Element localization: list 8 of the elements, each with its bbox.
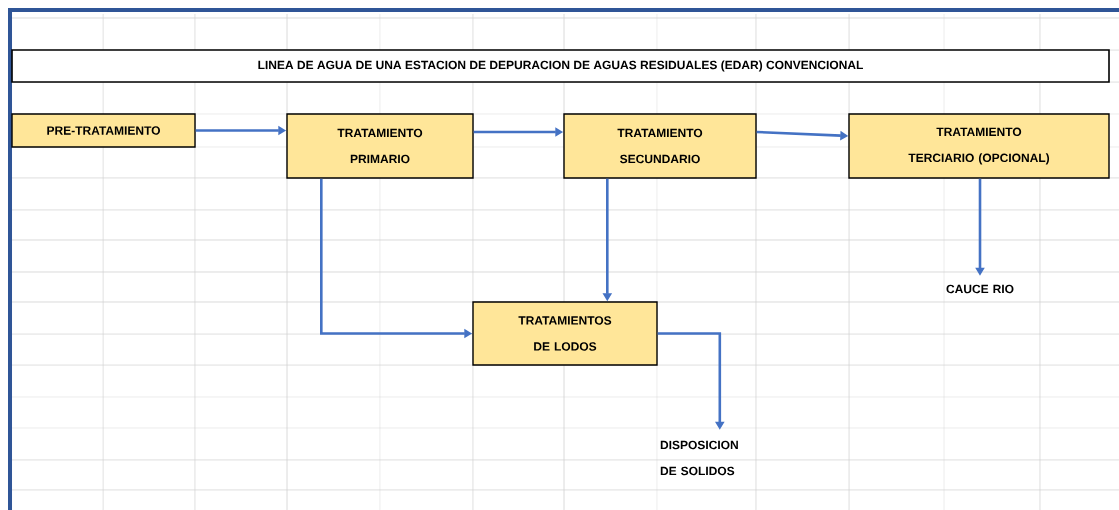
process-box: TRATAMIENTO TERCIARIO (OPCIONAL) <box>848 113 1110 179</box>
process-box: TRATAMIENTO PRIMARIO <box>286 113 474 179</box>
destination-label: DISPOSICION DE SOLIDOS <box>660 440 738 476</box>
process-box: PRE-TRATAMIENTO <box>11 113 196 148</box>
process-box: TRATAMIENTO SECUNDARIO <box>563 113 757 179</box>
destination-label: CAUCE RIO <box>946 284 1014 294</box>
title-banner: LINEA DE AGUA DE UNA ESTACION DE DEPURACION DE AGUAS RESIDUALES (EDAR) CONVENCIONAL <box>11 49 1110 83</box>
process-box: TRATAMIENTOS DE LODOS <box>472 301 658 366</box>
